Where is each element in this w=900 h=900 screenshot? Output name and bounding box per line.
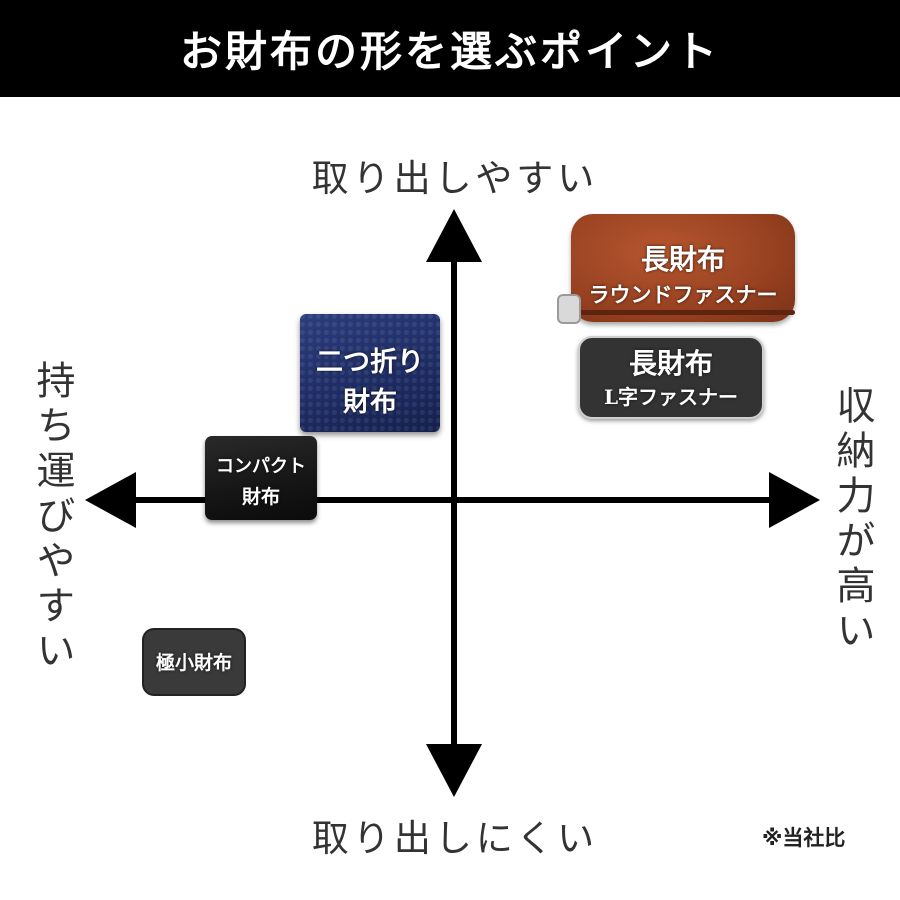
wallet-label-line2: L字ファスナー (603, 385, 739, 409)
wallet-label-line2: 財布 (343, 387, 397, 418)
wallet-compact: コンパクト 財布 (205, 436, 317, 520)
arrow-down-icon (426, 744, 482, 797)
axis-label-top: 取り出しやすい (311, 157, 599, 200)
wallet-label-line2: 財布 (241, 486, 280, 508)
wallet-label-line1: 極小財布 (155, 652, 232, 674)
arrow-up-icon (426, 209, 482, 262)
axis-label-right: 収納力が高い (830, 385, 875, 655)
axis-label-left: 持ち運びやすい (30, 360, 75, 675)
wallet-label-line1: コンパクト (216, 456, 306, 477)
wallet-label-line1: 長財布 (640, 243, 725, 276)
axis-label-bottom: 取り出しにくい (311, 817, 599, 860)
page-title: お財布の形を選ぶポイント (179, 27, 720, 76)
wallet-label-line1: 長財布 (628, 347, 713, 380)
wallet-mini: 極小財布 (142, 628, 246, 696)
wallet-label-line1: 二つ折り (316, 347, 424, 378)
wallet-long-l-zip: 長財布 L字ファスナー (578, 336, 764, 419)
wallet-long-round-zip: 長財布 ラウンドファスナー (557, 214, 797, 324)
round-wallet-image (571, 214, 795, 322)
header-bar: お財布の形を選ぶポイント (0, 0, 900, 97)
zipper-pull-icon (557, 294, 581, 324)
arrow-right-icon (769, 472, 820, 528)
arrow-left-icon (85, 472, 136, 528)
wallet-label-line2: ラウンドファスナー (588, 282, 778, 307)
comparison-note: ※当社比 (762, 826, 846, 850)
zipper-line (571, 310, 795, 315)
wallet-bifold: 二つ折り 財布 (300, 314, 440, 432)
